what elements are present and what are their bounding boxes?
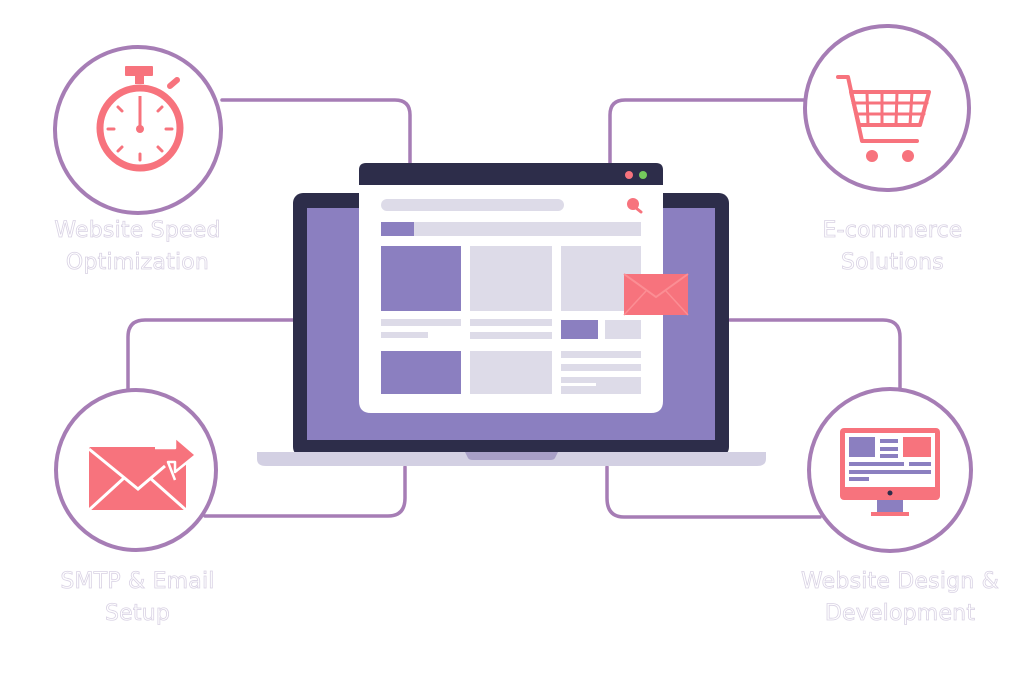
text-line	[561, 364, 641, 371]
email-envelope-icon	[623, 273, 689, 316]
text-line	[561, 377, 641, 394]
label-smtp-line2: Setup	[104, 601, 171, 627]
button-block[interactable]	[605, 320, 641, 339]
connector-smtp-lower	[203, 465, 407, 518]
text-line	[561, 351, 641, 358]
label-design-line1: Website Design &	[801, 569, 1000, 595]
window-control-red[interactable]	[625, 171, 633, 179]
browser-window	[359, 163, 663, 413]
stopwatch-icon	[96, 66, 184, 172]
label-speed: Website Speed Optimization	[20, 215, 255, 279]
label-speed-line2: Optimization	[65, 250, 210, 276]
button-block[interactable]	[561, 320, 598, 339]
email-send-icon	[87, 435, 198, 512]
nav-bar-active[interactable]	[381, 222, 414, 236]
laptop-notch	[465, 452, 558, 460]
address-bar[interactable]	[381, 199, 564, 211]
connectors	[126, 98, 902, 519]
text-line	[381, 319, 461, 326]
content-block	[381, 351, 461, 394]
content-block	[381, 246, 461, 311]
label-design-line2: Development	[824, 601, 976, 627]
label-ecommerce-line1: E-commerce	[822, 218, 963, 244]
connector-ecommerce	[608, 98, 807, 165]
text-line	[470, 319, 552, 326]
content-block	[470, 351, 552, 394]
search-icon[interactable]	[627, 198, 643, 214]
browser-titlebar	[359, 163, 663, 185]
shopping-cart-icon	[836, 75, 931, 162]
nav-bar	[381, 222, 641, 236]
connector-smtp-upper	[126, 318, 295, 392]
label-smtp-line1: SMTP & Email	[60, 569, 215, 595]
label-smtp: SMTP & Email Setup	[20, 566, 255, 630]
content-block	[470, 246, 552, 311]
label-ecommerce: E-commerce Solutions	[775, 215, 1010, 279]
label-ecommerce-line2: Solutions	[841, 250, 944, 276]
label-speed-line1: Website Speed	[54, 218, 221, 244]
text-line	[470, 332, 552, 339]
connector-speed	[220, 98, 412, 165]
circle-ecommerce[interactable]	[803, 24, 971, 192]
text-line-gap	[561, 383, 596, 386]
text-line	[381, 332, 428, 338]
connector-design-upper	[728, 318, 902, 392]
desktop-monitor-icon	[840, 428, 940, 516]
label-design: Website Design & Development	[775, 566, 1024, 630]
window-control-green[interactable]	[639, 171, 647, 179]
connector-design-lower	[605, 465, 822, 519]
